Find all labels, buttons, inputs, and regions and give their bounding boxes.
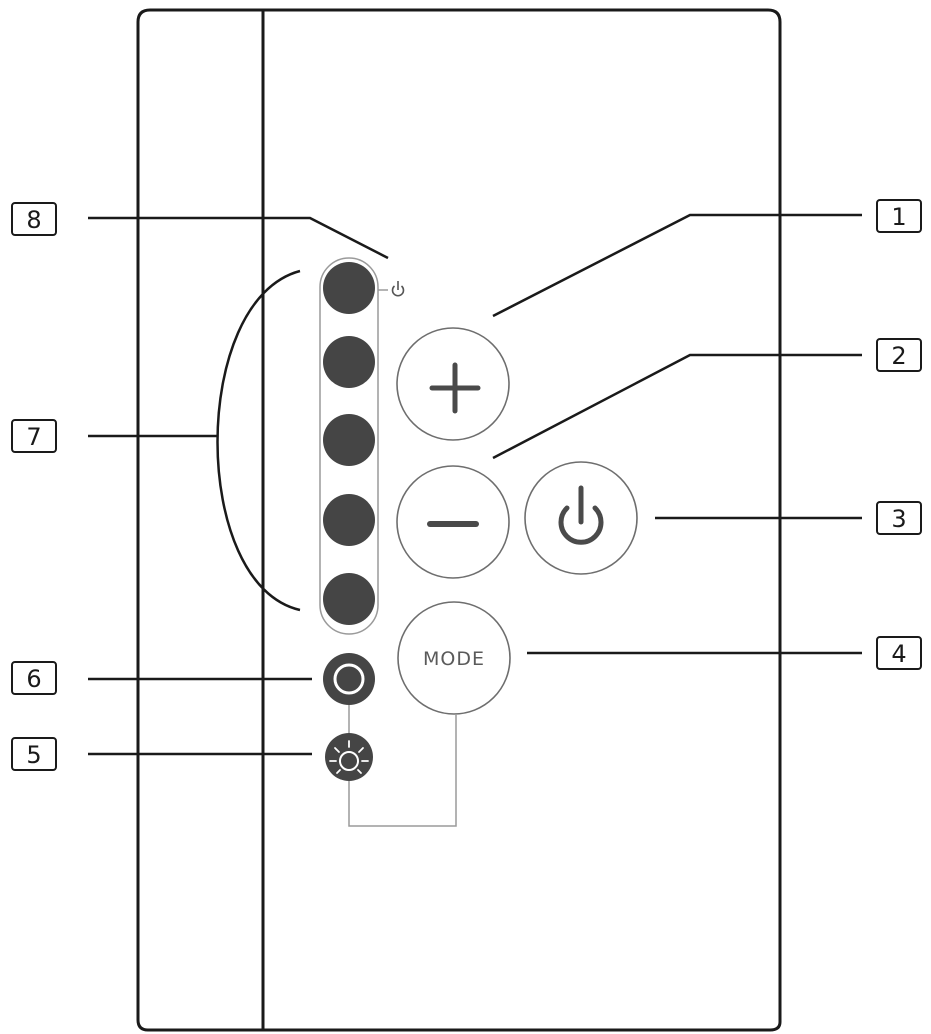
power-indicator-icon: [378, 281, 405, 297]
label-2: 2: [876, 338, 922, 372]
label-5: 5: [11, 737, 57, 771]
light-indicator-icon: [325, 705, 373, 781]
mode-light-connector: [348, 714, 457, 827]
led-indicator-5: [323, 573, 375, 625]
led-strip-bracket: [216, 269, 301, 612]
minus-button[interactable]: [396, 465, 510, 579]
power-icon: [558, 485, 604, 545]
label-6: 6: [11, 661, 57, 695]
plus-icon: [429, 362, 481, 414]
label-4: 4: [876, 636, 922, 670]
power-button[interactable]: [524, 461, 638, 575]
mode-button[interactable]: MODE: [397, 601, 511, 715]
led-indicator-3: [323, 414, 375, 466]
mode-button-label: MODE: [423, 648, 485, 670]
svg-text:4: 4: [891, 640, 906, 668]
label-8: 8: [11, 202, 57, 236]
svg-text:1: 1: [891, 203, 906, 231]
svg-text:5: 5: [26, 741, 41, 769]
label-3: 3: [876, 501, 922, 535]
svg-text:8: 8: [26, 206, 41, 234]
leader-lines: [88, 213, 862, 756]
label-7: 7: [11, 419, 57, 453]
svg-text:2: 2: [891, 342, 906, 370]
ring-indicator-icon: [323, 653, 375, 705]
led-indicator-2: [323, 336, 375, 388]
plus-button[interactable]: [396, 327, 510, 441]
svg-text:7: 7: [26, 423, 41, 451]
svg-text:3: 3: [891, 505, 906, 533]
led-indicator-1: [323, 262, 375, 314]
led-strip: [319, 257, 379, 635]
led-indicator-4: [323, 494, 375, 546]
label-1: 1: [876, 199, 922, 233]
svg-text:6: 6: [26, 665, 41, 693]
